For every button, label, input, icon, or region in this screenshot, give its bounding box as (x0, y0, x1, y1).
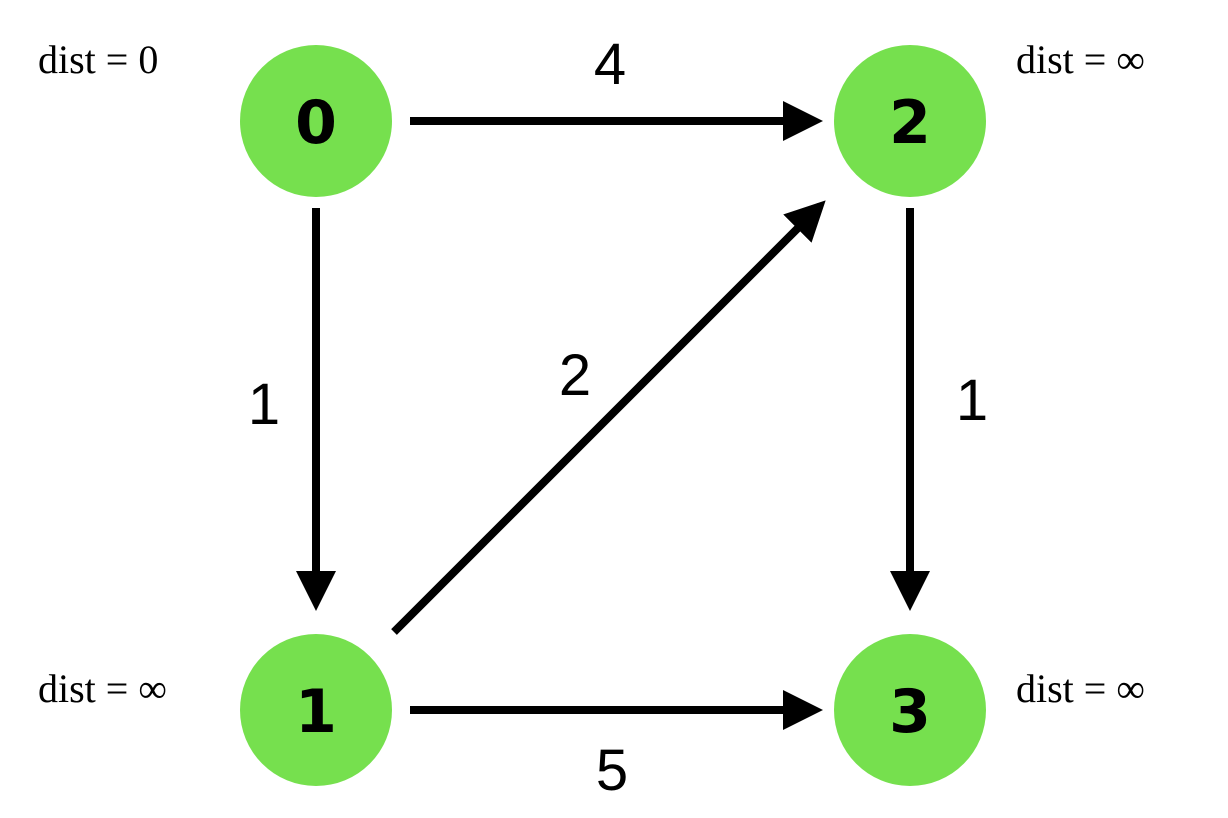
edge-weight-0-1: 1 (248, 372, 280, 437)
edges (296, 101, 930, 730)
edge-weight-1-2: 2 (559, 343, 591, 408)
node-0-label: 0 (295, 88, 337, 158)
edge-1-2 (391, 200, 826, 635)
node-2-label: 2 (889, 88, 931, 158)
node-3-circle (834, 634, 986, 786)
node-1: 1 (240, 634, 392, 786)
node-0-circle (240, 45, 392, 197)
edge-weight-2-3: 1 (956, 368, 988, 433)
edge-weight-1-3: 5 (596, 738, 628, 803)
edge-weights: 4 1 2 1 5 (248, 32, 988, 803)
node-0: 0 (240, 45, 392, 197)
node-2-circle (834, 45, 986, 197)
node-3-dist: dist = ∞ (1016, 666, 1145, 711)
node-1-circle (240, 634, 392, 786)
node-3: 3 (834, 634, 986, 786)
node-3-label: 3 (889, 677, 931, 747)
node-2-dist: dist = ∞ (1016, 37, 1145, 82)
node-1-dist: dist = ∞ (38, 666, 167, 711)
node-1-label: 1 (295, 677, 337, 747)
edge-weight-0-2: 4 (594, 32, 626, 97)
node-0-dist: dist = 0 (38, 37, 158, 82)
node-2: 2 (834, 45, 986, 197)
